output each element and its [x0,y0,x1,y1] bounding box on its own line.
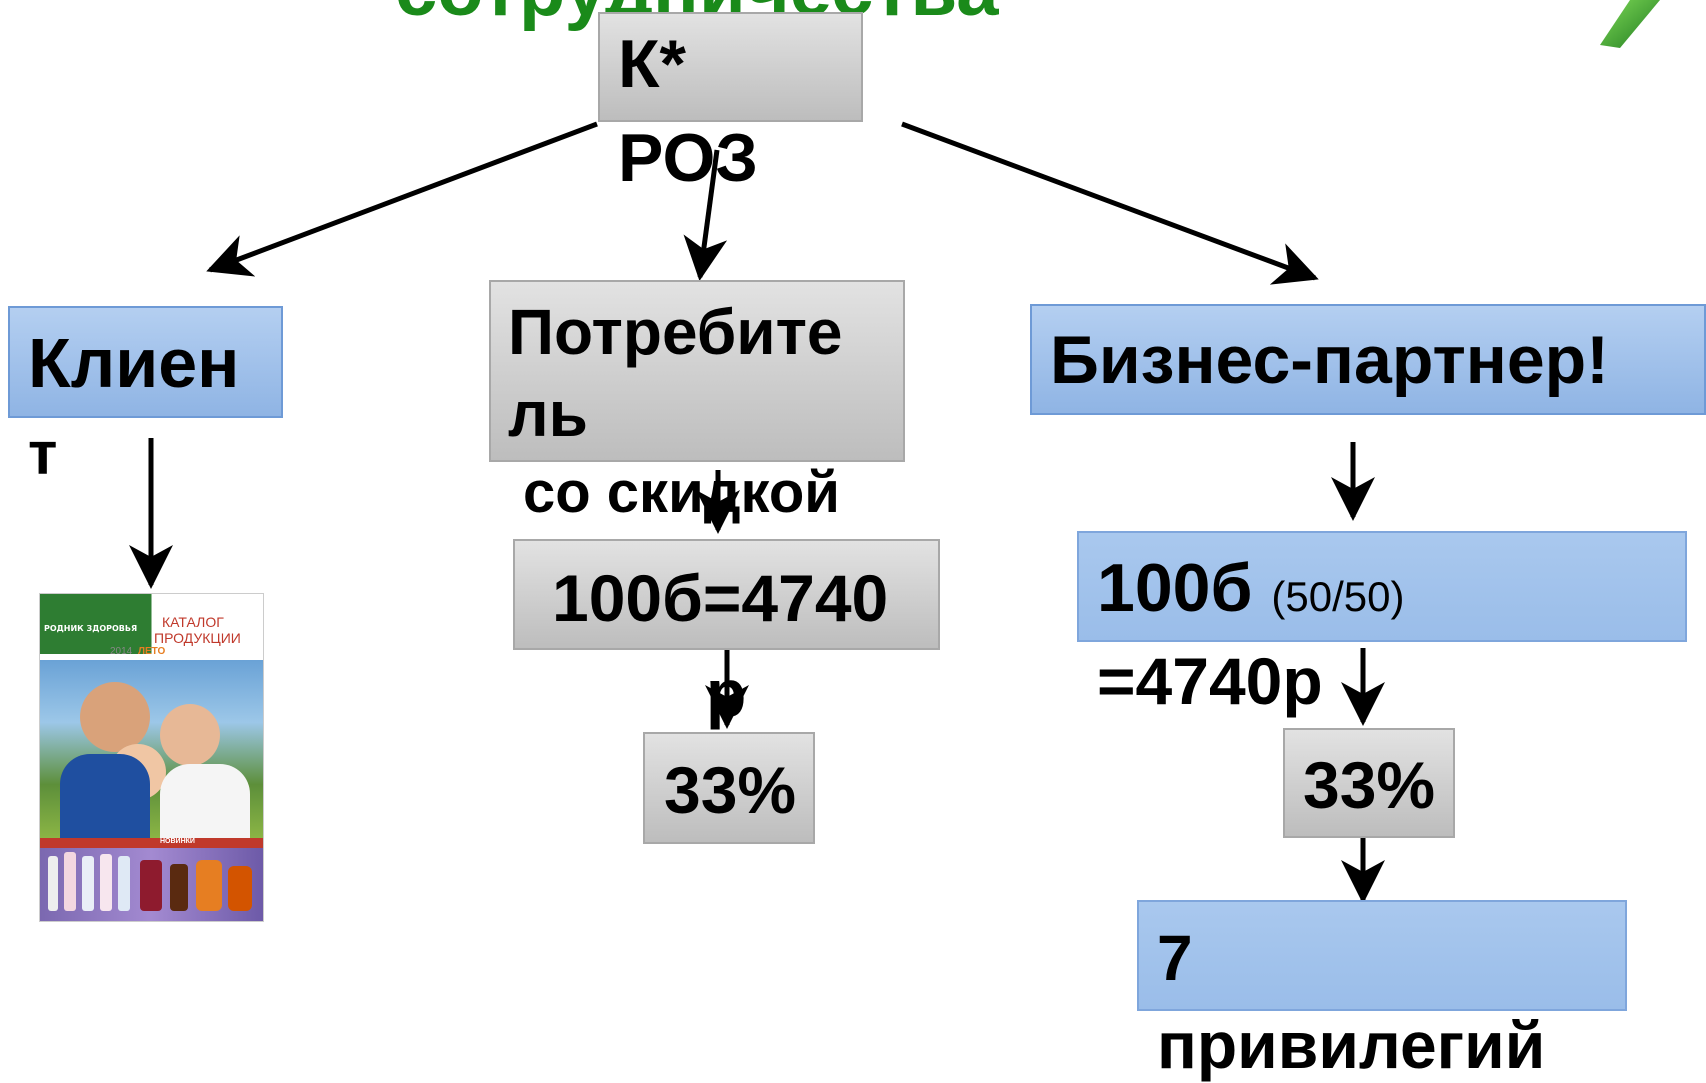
catalog-season: ЛЕТО [138,646,166,657]
privileges-label: привилегий [1157,1008,1546,1082]
consumer-discount-box [643,732,815,844]
catalog-image: РОДНИК ЗДОРОВЬЯ КАТАЛОГ ПРОДУКЦИИ 2014 Л… [39,593,264,922]
privileges-count: 7 [1157,922,1193,994]
partner-points-value: 100б [1097,550,1253,626]
consumer-label-line3: со скидкой [523,460,840,525]
client-label-line2: т [28,420,58,487]
consumer-box [489,280,905,462]
partner-points-text: 100б (50/50) [1097,554,1404,622]
consumer-label-line1: Потребите [508,296,843,368]
root-label-line1: К* [618,26,686,102]
leaf-icon [1600,0,1660,48]
catalog-novelty: НОВИНКИ [160,838,195,845]
arrow-root-client [206,121,598,277]
consumer-discount-text: 33% [664,753,797,827]
consumer-label-line2: ль [508,378,588,450]
client-box [8,306,283,418]
catalog-title1: КАТАЛОГ [162,614,224,630]
partner-discount-text: 33% [1303,748,1436,822]
arrow-root-partner [901,121,1319,285]
catalog-year: 2014 [110,646,133,657]
consumer-points-box [513,539,940,650]
catalog-brand: РОДНИК ЗДОРОВЬЯ [44,624,138,633]
catalog-title2: ПРОДУКЦИИ [154,630,241,646]
client-label-line1: Клиен [28,324,240,402]
partner-price: =4740р [1097,644,1323,718]
partner-points-box [1077,531,1687,642]
partner-title: Бизнес-партнер! [1050,322,1609,398]
arrow-root-consumer [683,149,728,281]
partner-discount-box [1283,728,1455,838]
root-box [598,12,863,122]
consumer-points-suffix: р [706,656,747,730]
partner-points-split: (50/50) [1271,573,1405,620]
root-label-line2: РОЗ [618,120,758,196]
consumer-points-text: 100б=4740 [552,561,889,635]
partner-box [1030,304,1706,415]
privileges-box [1137,900,1627,1011]
